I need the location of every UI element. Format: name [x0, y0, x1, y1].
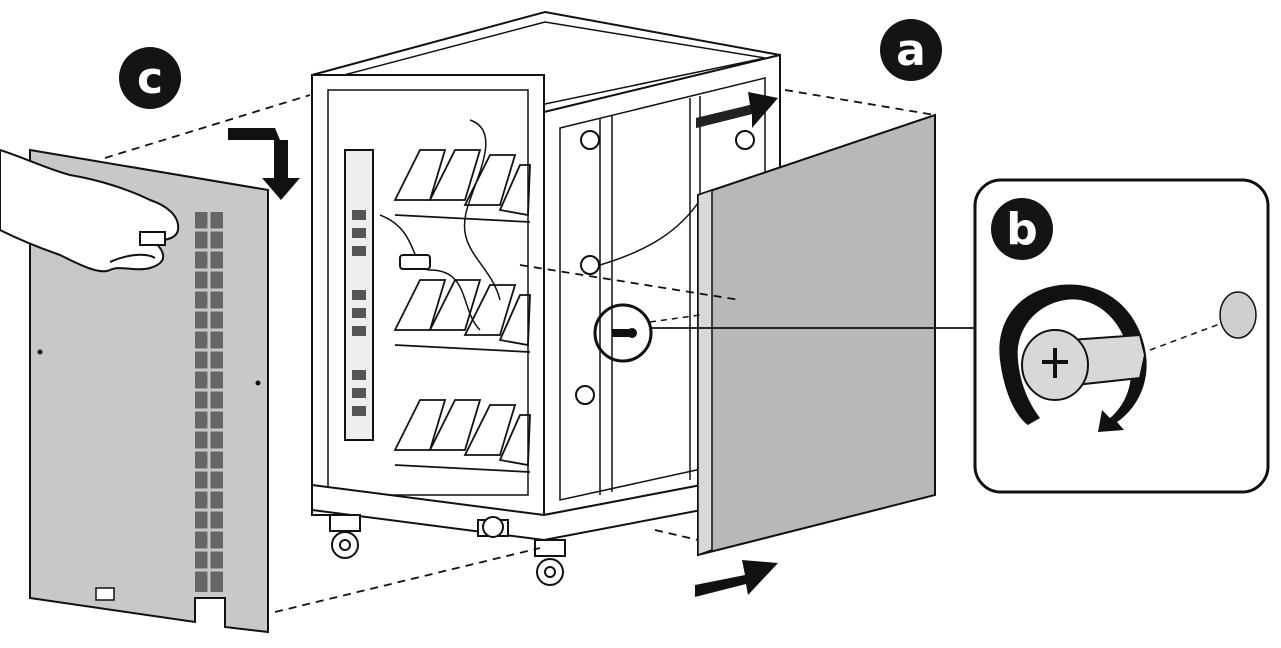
- small-screw: [612, 328, 637, 338]
- caster-wheel: [477, 516, 509, 538]
- side-panel-c: [29, 148, 269, 634]
- guide-line: [649, 314, 701, 323]
- power-outlets: [352, 210, 366, 416]
- side-panel-a: [697, 113, 936, 557]
- guide-lines-a: [519, 89, 936, 541]
- device-slots-top: [393, 149, 531, 223]
- mount-hole: [575, 385, 595, 405]
- panel-slot: [95, 587, 115, 601]
- mount-hole: [580, 130, 600, 150]
- power-adapter: [399, 254, 431, 270]
- vent-slots: [195, 212, 223, 592]
- device-slots-middle: [393, 279, 531, 353]
- mount-hole: [735, 130, 755, 150]
- caster-wheel: [534, 539, 566, 586]
- label-badge-a: a: [880, 19, 942, 81]
- hand-icon: [0, 148, 180, 273]
- detail-focus-circle: [593, 303, 653, 363]
- arrow-up-right: [696, 92, 778, 128]
- device-slots-bottom: [393, 399, 531, 473]
- phillips-screw-icon: [1021, 329, 1147, 401]
- arrow-down: [228, 128, 300, 200]
- cable: [599, 199, 701, 266]
- caster-wheel: [329, 514, 361, 559]
- screw-hole: [1219, 291, 1257, 339]
- cable: [379, 214, 481, 331]
- mount-hole: [580, 255, 600, 275]
- label-badge-c: c: [119, 47, 181, 109]
- label-a-text: a: [896, 25, 926, 76]
- guide-lines-c: [104, 94, 541, 613]
- label-badge-b: b: [991, 198, 1053, 260]
- label-c-text: c: [137, 53, 163, 104]
- cable: [463, 119, 501, 301]
- guide-line: [1149, 321, 1226, 351]
- arrow-down-right: [695, 560, 778, 597]
- label-b-text: b: [1006, 204, 1038, 255]
